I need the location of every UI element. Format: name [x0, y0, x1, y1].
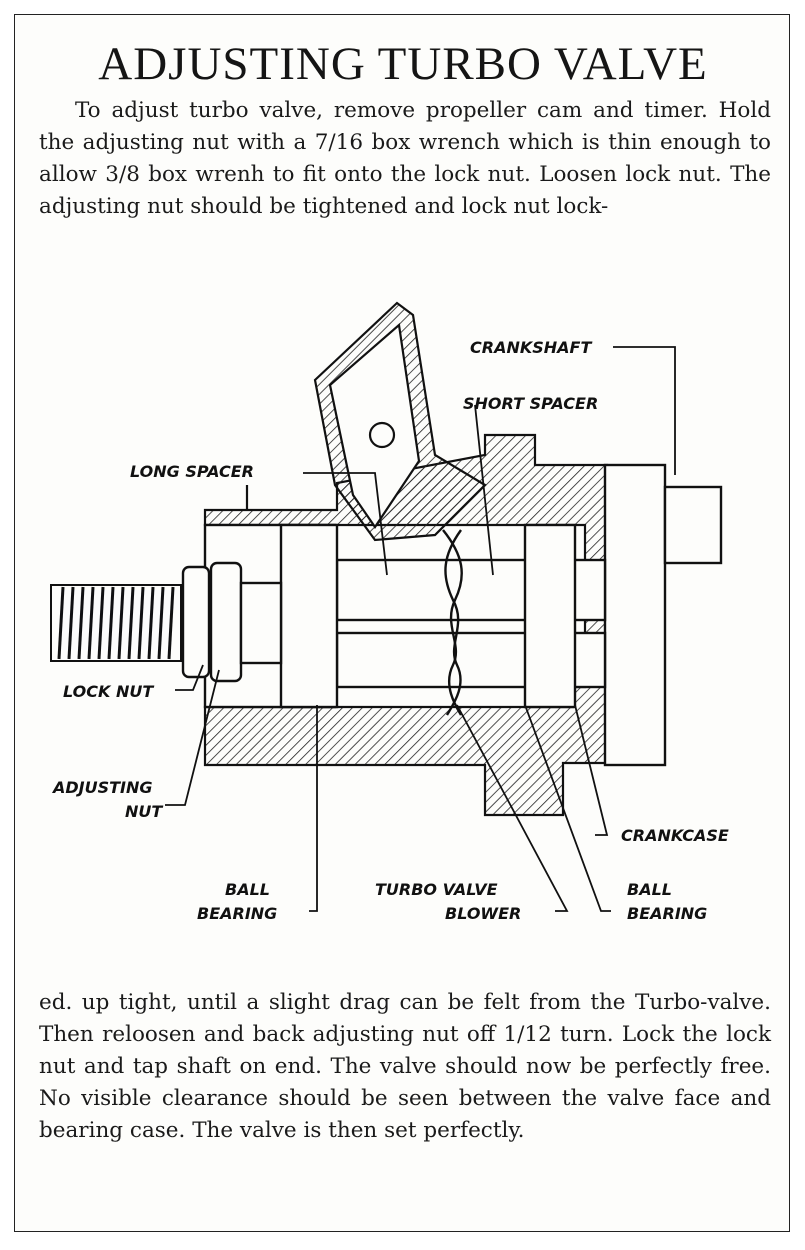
threaded-shaft	[50, 584, 182, 662]
nuts	[181, 561, 283, 683]
propeller-cam	[313, 301, 487, 542]
turbo-valve-blower	[442, 529, 463, 716]
label-adjusting-nut-1: ADJUSTING	[51, 778, 153, 797]
label-adjusting-nut-2: NUT	[125, 802, 163, 821]
label-crankcase: CRANKCASE	[621, 826, 729, 845]
label-long-spacer: LONG SPACER	[130, 462, 254, 481]
crankshaft	[335, 463, 723, 767]
label-short-spacer: SHORT SPACER	[463, 394, 598, 413]
adjusting-nut-shape	[209, 561, 243, 683]
label-ball-bearing-left-1: BALL	[225, 880, 270, 899]
page-title: ADJUSTING TURBO VALVE	[98, 38, 708, 90]
leader-lines	[165, 346, 676, 912]
label-ball-bearing-right-1: BALL	[627, 880, 672, 899]
label-crankshaft: CRANKSHAFT	[470, 338, 592, 357]
page-frame: ADJUSTING TURBO VALVE To adjust turbo va…	[14, 14, 790, 1232]
turbo-valve-diagram: CRANKSHAFT SHORT SPACER LONG SPACER LOCK…	[50, 301, 729, 923]
label-ball-bearing-right-2: BEARING	[627, 904, 707, 923]
lock-nut-shape	[181, 565, 211, 679]
label-ball-bearing-left-2: BEARING	[197, 904, 277, 923]
label-turbo-valve-2: BLOWER	[445, 904, 521, 923]
label-turbo-valve-1: TURBO VALVE	[375, 880, 498, 899]
diagram-labels: CRANKSHAFT SHORT SPACER LONG SPACER LOCK…	[51, 338, 729, 923]
crankcase-housing	[203, 433, 609, 817]
intro-paragraph: To adjust turbo valve, remove propeller …	[39, 98, 771, 219]
label-lock-nut: LOCK NUT	[63, 682, 154, 701]
cam-hole	[368, 421, 396, 449]
continuation-paragraph: ed. up tight, until a slight drag can be…	[39, 990, 771, 1143]
